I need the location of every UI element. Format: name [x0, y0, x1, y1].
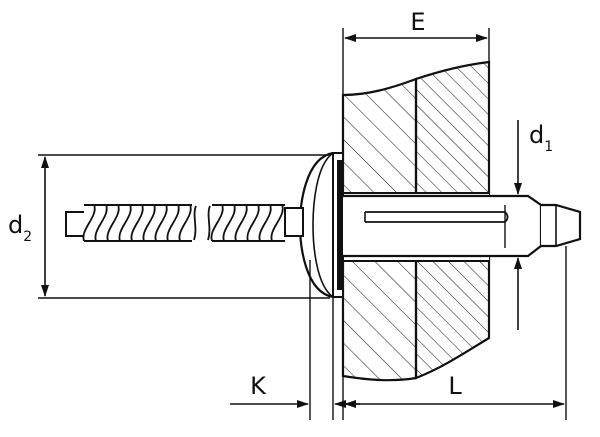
- sealing-washer: [337, 160, 342, 290]
- mandrel-tip: [65, 211, 84, 237]
- thread-turn: [234, 204, 248, 242]
- thread-turn: [82, 204, 96, 242]
- thread-turn: [106, 204, 120, 242]
- thread-turn: [222, 204, 236, 242]
- thread-turn: [210, 204, 224, 242]
- dimension-K: K: [230, 260, 360, 420]
- thread-turn: [118, 204, 132, 242]
- thread-turn: [130, 204, 144, 242]
- dimension-d2: d2: [8, 154, 330, 299]
- label-d1: d1: [529, 121, 553, 155]
- label-d2: d2: [8, 211, 32, 245]
- thread-turn: [142, 204, 156, 242]
- thread-turn: [94, 204, 108, 242]
- thread-break: [193, 205, 211, 241]
- dimension-E: E: [342, 8, 490, 95]
- thread-right: [210, 204, 285, 242]
- label-L: L: [448, 372, 462, 400]
- thread-turn: [178, 204, 192, 242]
- dimension-d1: d1: [500, 120, 553, 330]
- sleeve: [343, 194, 543, 258]
- thread-turn: [258, 204, 272, 242]
- thread-turn: [270, 204, 284, 242]
- mandrel-stem: [65, 204, 304, 242]
- thread-left: [82, 204, 192, 242]
- rivet-body: [343, 194, 582, 258]
- head-dome: [298, 151, 334, 299]
- label-E: E: [410, 8, 425, 36]
- thread-turn: [154, 204, 168, 242]
- thread-turn: [166, 204, 180, 242]
- label-K: K: [250, 372, 267, 400]
- rivet-head: [298, 151, 344, 299]
- dimension-L: L: [342, 246, 567, 420]
- mandrel-head: [541, 203, 582, 248]
- thread-turn: [246, 204, 260, 242]
